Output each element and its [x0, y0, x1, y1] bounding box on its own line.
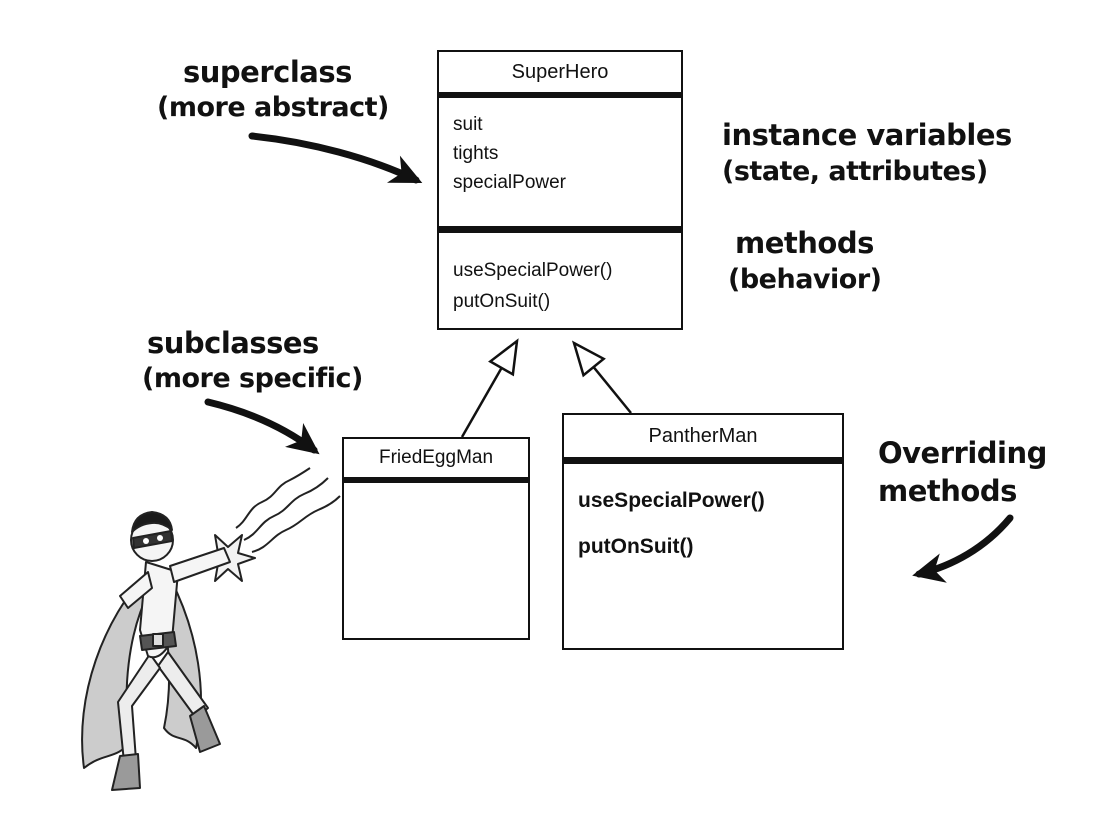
boot [189, 705, 221, 753]
energy-squiggle-icon [251, 495, 341, 553]
class-title-pantherman: PantherMan [564, 415, 842, 464]
superhero-methods-section: useSpecialPower() putOnSuit() [439, 233, 681, 329]
inheritance-arrows [460, 338, 632, 438]
annotation-superclass: superclass [183, 55, 352, 89]
inheritance-arrow-pantherman [571, 340, 632, 414]
class-box-pantherman: PantherMan useSpecialPower() putOnSuit() [562, 413, 844, 650]
annotation-overriding-sub: methods [878, 474, 1017, 508]
class-title-friedeggman: FriedEggMan [344, 439, 528, 483]
annotation-overriding: Overriding [878, 436, 1047, 470]
method-putonsuit: putOnSuit() [453, 291, 551, 312]
section-divider [439, 226, 681, 233]
eye [143, 538, 149, 544]
class-box-friedeggman: FriedEggMan [342, 437, 530, 640]
method-usespecialpower: useSpecialPower() [453, 260, 613, 281]
eye [157, 535, 163, 541]
energy-squiggle-icon [235, 467, 311, 529]
method-putonsuit-override: putOnSuit() [578, 535, 694, 558]
inheritance-arrow-friedeggman [460, 338, 519, 438]
annotation-arrows [204, 132, 1014, 583]
superclass-arrow-icon [248, 132, 423, 184]
annotation-instance-variables: instance variables [722, 118, 1012, 152]
field-suit: suit [453, 114, 483, 135]
hair [131, 511, 173, 533]
class-title-superhero: SuperHero [439, 52, 681, 98]
annotation-subclasses: subclasses [147, 326, 319, 360]
field-specialpower: specialPower [453, 172, 566, 193]
cape [81, 571, 151, 769]
superhero-fields-section: suit tights specialPower [439, 98, 681, 226]
annotation-methods: methods [735, 226, 874, 260]
throwing-arm [169, 547, 231, 583]
annotation-instance-variables-sub: (state, attributes) [722, 156, 988, 187]
mask-icon [132, 530, 173, 549]
belt-buckle [152, 633, 164, 647]
class-box-superhero: SuperHero suit tights specialPower useSp… [437, 50, 683, 330]
overriding-arrow-icon [912, 514, 1014, 583]
pantherman-methods-section: useSpecialPower() putOnSuit() [564, 464, 842, 604]
annotation-methods-sub: (behavior) [728, 264, 882, 295]
method-usespecialpower-override: useSpecialPower() [578, 489, 765, 512]
subclasses-arrow-icon [204, 398, 320, 455]
rear-arm [119, 571, 153, 609]
annotation-subclasses-sub: (more specific) [142, 363, 363, 394]
boot [111, 753, 141, 791]
friedeggman-body-empty [344, 483, 528, 638]
energy-squiggle-icon [243, 477, 329, 541]
field-tights: tights [453, 143, 499, 164]
superhero-cartoon-illustration [81, 467, 341, 791]
annotation-superclass-sub: (more abstract) [157, 92, 389, 123]
